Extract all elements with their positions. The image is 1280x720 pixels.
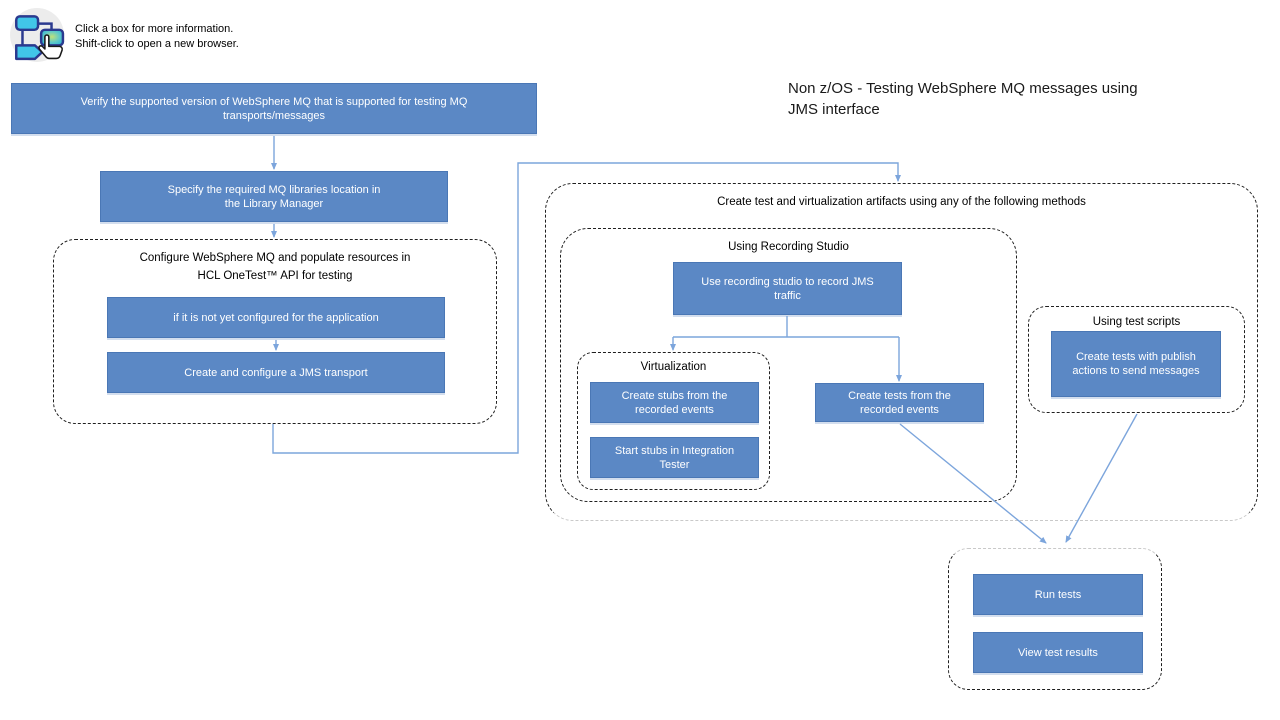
node-specify-mq-libraries[interactable]: Specify the required MQ libraries locati… <box>100 171 448 222</box>
node-create-tests-from-events[interactable]: Create tests from the recorded events <box>815 383 984 422</box>
node-verify-mq-version[interactable]: Verify the supported version of WebSpher… <box>11 83 537 134</box>
group-recording-studio-label: Using Recording Studio <box>728 241 849 253</box>
node-run-tests[interactable]: Run tests <box>973 574 1143 615</box>
node-create-stubs[interactable]: Create stubs from the recorded events <box>590 382 759 423</box>
group-test-scripts: Using test scripts <box>1028 306 1245 413</box>
node-start-stubs[interactable]: Start stubs in Integration Tester <box>590 437 759 478</box>
legend-note: Click a box for more information. Shift-… <box>75 23 239 50</box>
page-title: Non z/OS - Testing WebSphere MQ messages… <box>788 80 1138 118</box>
group-run-tests <box>948 548 1162 690</box>
node-create-jms-transport[interactable]: Create and configure a JMS transport <box>107 352 445 393</box>
node-not-yet-configured[interactable]: if it is not yet configured for the appl… <box>107 297 445 338</box>
group-test-scripts-label: Using test scripts <box>1092 316 1181 328</box>
group-configure-mq-label: Configure WebSphere MQ and populate reso… <box>139 252 411 282</box>
flowchart-click-icon <box>10 8 65 62</box>
node-create-tests-publish[interactable]: Create tests with publish actions to sen… <box>1051 331 1221 397</box>
group-create-artifacts-label: Create test and virtualization artifacts… <box>717 196 1086 208</box>
node-record-jms-traffic[interactable]: Use recording studio to record JMS traff… <box>673 262 902 315</box>
group-virtualization-label: Virtualization <box>640 361 707 373</box>
node-view-test-results[interactable]: View test results <box>973 632 1143 673</box>
